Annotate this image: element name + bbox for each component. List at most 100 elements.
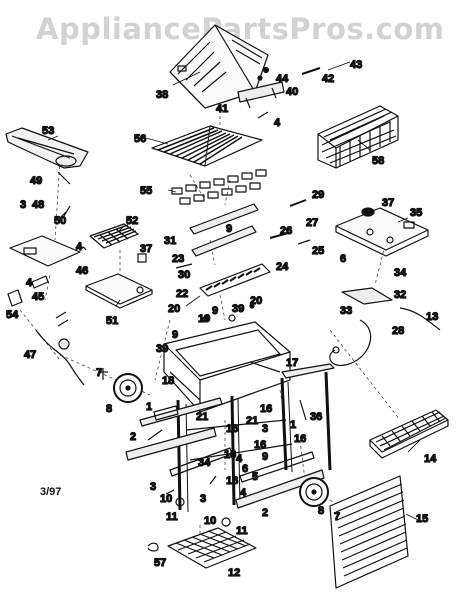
part-label-9: 9 bbox=[212, 305, 218, 317]
part-label-5: 5 bbox=[252, 471, 258, 483]
part-label-39: 39 bbox=[156, 343, 168, 355]
burner-tubes bbox=[189, 203, 259, 257]
small-hardware bbox=[57, 171, 311, 552]
part-label-40: 40 bbox=[286, 86, 298, 98]
part-label-44: 44 bbox=[276, 73, 289, 85]
gas-hose bbox=[329, 307, 441, 367]
bottom-rack bbox=[369, 409, 449, 459]
part-label-9: 9 bbox=[262, 451, 268, 463]
part-label-3: 3 bbox=[20, 199, 26, 211]
cart-frame bbox=[125, 363, 335, 513]
part-label-13: 13 bbox=[426, 311, 438, 323]
part-label-20: 20 bbox=[168, 303, 180, 315]
part-label-16: 16 bbox=[254, 439, 266, 451]
part-label-57: 57 bbox=[154, 557, 166, 569]
side-burner bbox=[341, 287, 393, 305]
part-label-47: 47 bbox=[24, 349, 36, 361]
part-label-22: 22 bbox=[176, 288, 188, 300]
part-label-23: 23 bbox=[172, 253, 184, 265]
part-label-45: 45 bbox=[32, 291, 44, 303]
part-label-9: 9 bbox=[172, 329, 178, 341]
part-label-14: 14 bbox=[424, 453, 437, 465]
part-label-55: 55 bbox=[140, 185, 152, 197]
part-label-10: 10 bbox=[160, 493, 172, 505]
side-burner-grate bbox=[89, 223, 139, 249]
part-label-3: 3 bbox=[200, 493, 206, 505]
part-label-7: 7 bbox=[96, 367, 102, 379]
part-label-28: 28 bbox=[392, 325, 404, 337]
part-label-30: 30 bbox=[178, 269, 190, 281]
part-label-2: 2 bbox=[262, 507, 268, 519]
part-label-3: 3 bbox=[262, 423, 268, 435]
part-label-3: 3 bbox=[150, 481, 156, 493]
part-label-43: 43 bbox=[350, 59, 362, 71]
part-label-17: 17 bbox=[286, 357, 298, 369]
part-label-10: 10 bbox=[204, 515, 216, 527]
part-label-6: 6 bbox=[340, 253, 346, 265]
leader-lines bbox=[47, 61, 421, 521]
wheels bbox=[113, 373, 329, 507]
part-label-26: 26 bbox=[280, 225, 292, 237]
part-label-19: 19 bbox=[198, 313, 210, 325]
part-label-46: 46 bbox=[76, 265, 88, 277]
part-label-35: 35 bbox=[410, 207, 422, 219]
part-label-39: 39 bbox=[232, 303, 244, 315]
part-label-37: 37 bbox=[382, 197, 394, 209]
part-label-4: 4 bbox=[236, 453, 243, 465]
part-label-24: 24 bbox=[276, 261, 289, 273]
briquette-tiles bbox=[171, 169, 267, 205]
part-label-20: 20 bbox=[250, 295, 262, 307]
side-hose bbox=[35, 329, 85, 386]
side-burner-housing bbox=[335, 207, 429, 257]
side-valves bbox=[7, 275, 70, 350]
part-label-41: 41 bbox=[216, 103, 228, 115]
part-label-32: 32 bbox=[394, 289, 406, 301]
part-label-1: 1 bbox=[146, 401, 152, 413]
lower-grate bbox=[167, 527, 257, 569]
flame-tamer bbox=[199, 263, 271, 297]
part-label-21: 21 bbox=[246, 415, 258, 427]
part-label-37: 37 bbox=[140, 243, 152, 255]
part-label-49: 49 bbox=[30, 175, 42, 187]
part-label-16: 16 bbox=[224, 449, 236, 461]
part-label-29: 29 bbox=[312, 189, 324, 201]
part-label-33: 33 bbox=[340, 305, 352, 317]
part-label-6: 6 bbox=[242, 463, 248, 475]
lid-handle bbox=[237, 66, 321, 119]
part-label-52: 52 bbox=[126, 215, 138, 227]
part-label-15: 15 bbox=[416, 513, 428, 525]
part-labels: 38 43 42 44 40 41 4 53 56 58 49 55 29 37… bbox=[5, 58, 438, 579]
part-label-16: 16 bbox=[260, 403, 272, 415]
part-label-50: 50 bbox=[54, 215, 66, 227]
part-label-4: 4 bbox=[26, 277, 33, 289]
part-label-21: 21 bbox=[196, 411, 208, 423]
part-label-27: 27 bbox=[306, 217, 318, 229]
part-label-9: 9 bbox=[226, 223, 232, 235]
part-label-54: 54 bbox=[6, 309, 19, 321]
part-label-8: 8 bbox=[106, 403, 112, 415]
part-label-4: 4 bbox=[240, 487, 247, 499]
part-label-53: 53 bbox=[42, 125, 54, 137]
part-label-4: 4 bbox=[274, 117, 281, 129]
cart-door-panel bbox=[329, 475, 409, 589]
cooking-grates bbox=[151, 125, 263, 167]
part-label-31: 31 bbox=[164, 235, 176, 247]
part-label-51: 51 bbox=[106, 315, 118, 327]
part-label-56: 56 bbox=[134, 133, 146, 145]
revision-date-code: 3/97 bbox=[40, 486, 62, 498]
part-label-4: 4 bbox=[76, 241, 83, 253]
part-label-36: 36 bbox=[310, 411, 322, 423]
part-label-16: 16 bbox=[226, 423, 238, 435]
part-label-1: 1 bbox=[290, 419, 296, 431]
part-label-48: 48 bbox=[32, 199, 44, 211]
side-shelf-left bbox=[9, 235, 153, 309]
part-label-34: 34 bbox=[198, 457, 211, 469]
part-label-8: 8 bbox=[318, 505, 324, 517]
warming-rack bbox=[317, 105, 399, 169]
part-label-7: 7 bbox=[334, 511, 340, 523]
part-label-34: 34 bbox=[394, 267, 407, 279]
part-label-12: 12 bbox=[228, 567, 240, 579]
part-label-58: 58 bbox=[372, 155, 384, 167]
